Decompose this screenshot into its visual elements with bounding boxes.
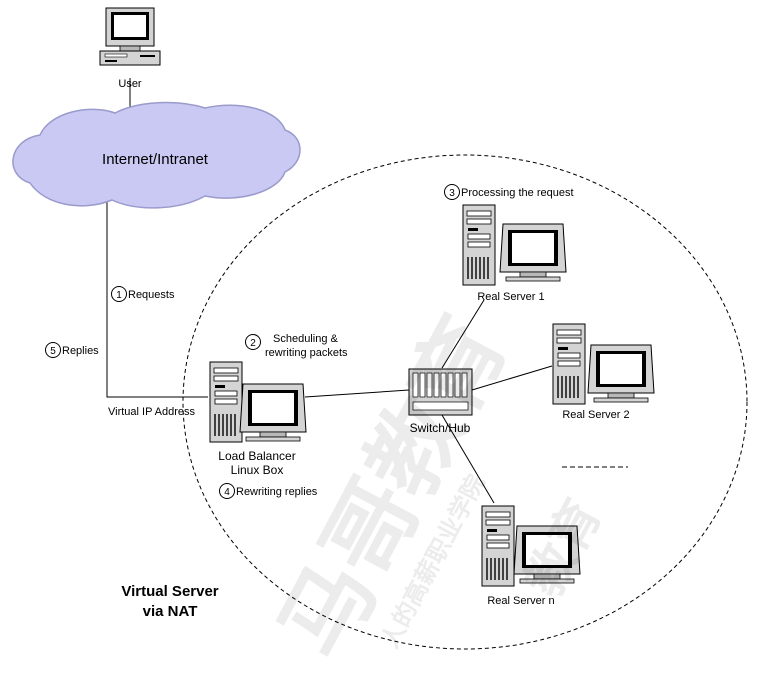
step-4-label: Rewriting replies bbox=[236, 486, 318, 498]
switch-label: Switch/Hub bbox=[410, 421, 471, 435]
step-2-label-line2: rewriting packets bbox=[265, 347, 348, 359]
load-balancer-to-switch-link bbox=[304, 389, 410, 398]
load-balancer-label: Load Balancer bbox=[218, 449, 295, 463]
load-balancer-sublabel: Linux Box bbox=[231, 463, 284, 477]
step-5-number: 5 bbox=[50, 346, 56, 357]
step-1-label: Requests bbox=[128, 289, 175, 301]
real-server-1-label: Real Server 1 bbox=[477, 291, 544, 303]
step-1-badge bbox=[111, 286, 127, 302]
load-balancer-monitor-icon bbox=[239, 383, 307, 442]
cloud-label: Internet/Intranet bbox=[102, 151, 209, 168]
step-4-number: 4 bbox=[224, 487, 230, 498]
switch-to-servern-link bbox=[441, 414, 495, 504]
switch-hub-icon bbox=[408, 368, 473, 416]
step-5-badge bbox=[45, 342, 61, 358]
real-server-2-label: Real Server 2 bbox=[562, 409, 629, 421]
connections bbox=[106, 78, 553, 504]
internet-cloud bbox=[12, 101, 301, 209]
step-2-label-line1: Scheduling & bbox=[273, 333, 338, 345]
cloud-to-load-balancer-link bbox=[106, 200, 208, 398]
virtual-server-boundary bbox=[182, 154, 748, 650]
step-3-label: Processing the request bbox=[461, 187, 574, 199]
step-4-badge bbox=[219, 483, 235, 499]
user-label: User bbox=[118, 78, 142, 90]
user-computer-icon bbox=[99, 7, 161, 66]
real-server-1-monitor-icon bbox=[499, 223, 567, 282]
switch-to-server2-link bbox=[471, 365, 553, 391]
virtual-ip-label: Virtual IP Address bbox=[108, 406, 196, 418]
step-3-number: 3 bbox=[449, 188, 455, 199]
real-server-2-monitor-icon bbox=[587, 344, 655, 403]
real-server-n-label: Real Server n bbox=[487, 595, 554, 607]
caption-line1: Virtual Server bbox=[121, 583, 218, 600]
real-server-n-tower-icon bbox=[481, 505, 515, 587]
load-balancer-tower-icon bbox=[209, 361, 243, 443]
real-server-1-tower-icon bbox=[462, 204, 496, 286]
step-2-number: 2 bbox=[250, 338, 256, 349]
step-5-label: Replies bbox=[62, 345, 99, 357]
switch-to-server1-link bbox=[441, 299, 485, 369]
step-2-badge bbox=[245, 334, 261, 350]
step-1-number: 1 bbox=[116, 290, 122, 301]
step-3-badge bbox=[444, 184, 460, 200]
real-server-2-tower-icon bbox=[552, 323, 586, 405]
caption-line2: via NAT bbox=[143, 603, 198, 620]
